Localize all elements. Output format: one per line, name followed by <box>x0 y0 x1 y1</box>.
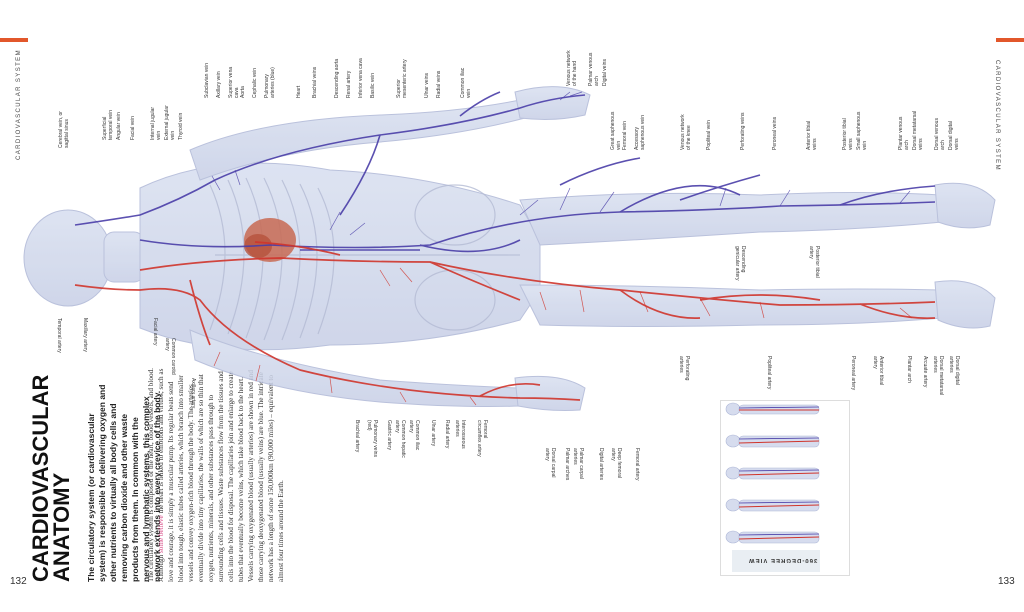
inset-caption: 360-DEGREE VIEW <box>748 557 818 563</box>
heart-icon <box>244 218 296 262</box>
label-aorta: Aorta <box>240 86 246 98</box>
label-angular-vein: Angular vein <box>116 112 122 140</box>
skeleton-hints <box>209 177 520 341</box>
label-facial-artery: Facial artery <box>152 318 158 346</box>
label-palmar-venous-arch: Palmar venous arch <box>588 52 600 86</box>
label-peroneal-artery: Peroneal artery <box>850 356 856 391</box>
label-temporal-artery: Temporal artery <box>56 318 62 353</box>
label-descending-genicular-artery: Descending genicular artery <box>734 246 746 281</box>
label-digital-veins: Digital veins <box>602 59 608 86</box>
label-arcuate-artery: Arcuate artery <box>922 356 928 388</box>
label-venous-network-knee: Venous network of the knee <box>680 114 692 150</box>
rotation-inset <box>720 400 850 576</box>
rotation-figures <box>725 402 820 544</box>
label-accessory-saphenous-vein: Accessory saphenous vein <box>634 114 646 150</box>
left-page-number: 132 <box>10 576 27 587</box>
label-brachial-veins: Brachial veins <box>312 66 318 98</box>
label-femoral-artery: Femoral artery <box>634 448 640 481</box>
label-axillary-vein: Axillary vein <box>216 71 222 98</box>
label-gastric-artery: Gastric artery <box>386 420 392 451</box>
label-dorsal-metatarsal-arteries: Dorsal metatarsal arteries <box>932 356 944 396</box>
label-plantar-venous-arch: Plantar venous arch <box>898 116 910 150</box>
vein-branches <box>211 91 911 236</box>
label-cerebral-vein: Cerebral vein, or sagittal sinus <box>58 111 70 148</box>
right-page-number: 133 <box>998 576 1015 587</box>
label-maxillary-artery: Maxillary artery <box>82 318 88 352</box>
label-interosseous-arteries: Interosseous arteries <box>454 420 466 449</box>
label-pulmonary-arteries: Pulmonary arteries (blue) <box>264 67 276 98</box>
label-external-jugular-vein: External jugular vein <box>164 105 176 140</box>
left-accent-bar <box>0 38 28 42</box>
artery-branches <box>213 267 913 406</box>
label-basilic-vein: Basilic vein <box>370 72 376 98</box>
label-radial-veins: Radial veins <box>436 70 442 98</box>
label-brachial-artery: Brachial artery <box>354 420 360 453</box>
label-inferior-vena-cava: Inferior vena cava <box>358 58 364 98</box>
label-internal-jugular-vein: Internal jugular vein <box>150 106 162 140</box>
label-perforating-arteries: Perforating arteries <box>678 356 690 381</box>
label-superior-mesenteric-artery: Superior mesenteric artery <box>396 59 408 98</box>
label-venous-network-hand: Venous network of the hand <box>566 50 578 86</box>
label-small-saphenous-vein: Small saphenous vein <box>856 111 868 150</box>
label-facial-vein: Facial vein <box>130 116 136 140</box>
label-heart: Heart <box>296 85 302 98</box>
label-popliteal-artery: Popliteal artery <box>766 356 772 390</box>
label-dorsal-carpal-artery: Dorsal carpal artery <box>544 448 556 478</box>
label-perforating-veins: Perforating veins <box>740 112 746 150</box>
label-subclavian-vein: Subclavian vein <box>204 62 210 98</box>
body-silhouette <box>23 86 996 411</box>
label-cephalic-vein: Cephalic vein <box>252 67 258 98</box>
label-femoral-circumflex-artery: Femoral circumflex artery <box>476 420 488 457</box>
label-common-carotid-artery: Common carotid artery <box>164 338 176 375</box>
label-dorsal-venous-arch: Dorsal venous arch <box>934 118 946 150</box>
label-axillary-artery: Axillary artery <box>190 378 196 409</box>
label-anterior-tibial-veins: Anterior tibial veins <box>806 120 818 150</box>
label-palmar-carpal-arteries: Palmar carpal arteries <box>572 448 584 479</box>
label-deep-femoral-artery: Deep femoral artery <box>610 448 622 479</box>
label-dorsal-metatarsal-veins: Dorsal metatarsal veins <box>912 110 924 150</box>
veins-network <box>74 91 936 253</box>
label-dorsal-digital-veins: Dorsal digital veins <box>948 121 960 150</box>
label-common-iliac-vein: Common iliac vein <box>460 67 472 98</box>
label-peroneal-veins: Peroneal veins <box>772 116 778 150</box>
label-ulnar-veins: Ulnar veins <box>424 72 430 98</box>
arteries-network <box>74 241 936 401</box>
label-superior-vena-cava: Superior vena cava <box>228 66 240 98</box>
label-palmar-arches: Palmar arches <box>564 448 570 481</box>
label-digital-arteries: Digital arteries <box>598 448 604 480</box>
label-common-iliac-artery: Common iliac artery <box>408 420 420 451</box>
label-dorsal-digital-arteries: Dorsal digital arteries <box>948 356 960 385</box>
label-great-saphenous-vein: Great saphenous vein <box>610 111 622 150</box>
label-popliteal-vein: Popliteal vein <box>706 120 712 150</box>
label-descending-aorta: Descending aorta <box>334 58 340 98</box>
label-posterior-tibial-veins: Posterior tibial veins <box>842 118 854 150</box>
left-page: CARDIOVASCULAR SYSTEM 132 CARDIOVASCULAR… <box>0 38 285 587</box>
inset-caption-bar: 360-DEGREE VIEW <box>732 550 820 572</box>
label-pulmonary-veins: Pulmonary veins (red) <box>366 420 378 457</box>
label-femoral-vein: Femoral vein <box>622 121 628 150</box>
label-thyroid-vein: Thyroid vein <box>178 112 184 140</box>
label-ulnar-artery: Ulnar artery <box>430 420 436 447</box>
label-anterior-tibial-artery: Anterior tibial artery <box>872 356 884 386</box>
right-accent-bar <box>996 38 1024 42</box>
label-superficial-temporal-vein: Superficial temporal vein <box>102 109 114 140</box>
label-plantar-arch: Plantar arch <box>906 356 912 383</box>
label-posterior-tibial-artery: Posterior tibial artery <box>808 246 820 278</box>
label-radial-artery: Radial artery <box>444 420 450 449</box>
label-renal-artery: Renal artery <box>346 70 352 98</box>
label-common-hepatic-artery: Common hepatic artery <box>394 420 406 458</box>
right-page: CARDIOVASCULAR SYSTEM 133 <box>512 0 1024 612</box>
